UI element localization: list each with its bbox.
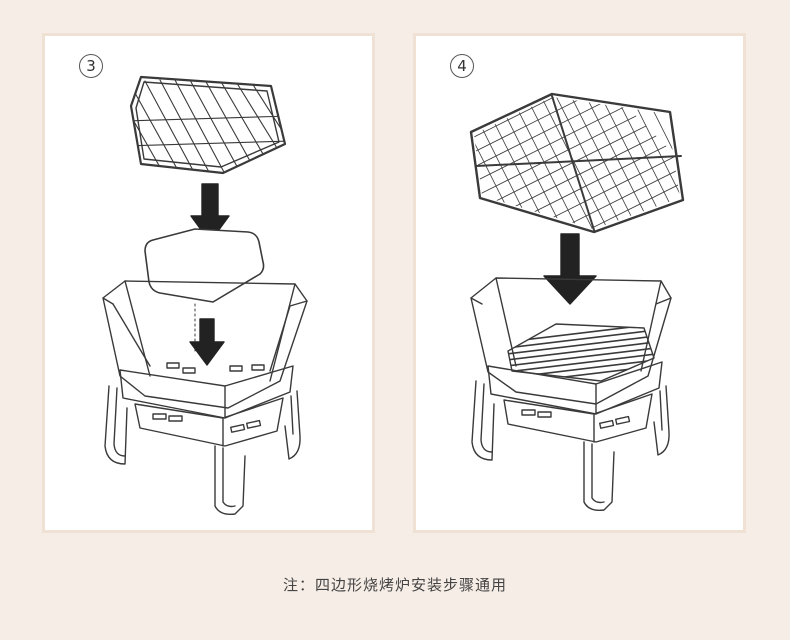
step-3-panel: 3 — [42, 33, 375, 533]
installation-note: 注：四边形烧烤炉安装步骤通用 — [282, 576, 507, 594]
grill-mesh — [469, 92, 685, 234]
step-4-illustration — [469, 92, 685, 512]
step-4-number: 4 — [450, 54, 474, 78]
stove-body — [470, 277, 672, 512]
ash-plate — [144, 228, 265, 303]
grill-grate — [129, 75, 287, 175]
down-arrow-icon — [190, 183, 230, 243]
stove-body — [102, 280, 308, 516]
step-3-number: 3 — [79, 54, 103, 78]
down-arrow-icon — [543, 233, 597, 305]
step-4-panel: 4 — [413, 33, 746, 533]
step-3-illustration — [102, 75, 308, 516]
down-arrow-icon — [189, 318, 225, 366]
